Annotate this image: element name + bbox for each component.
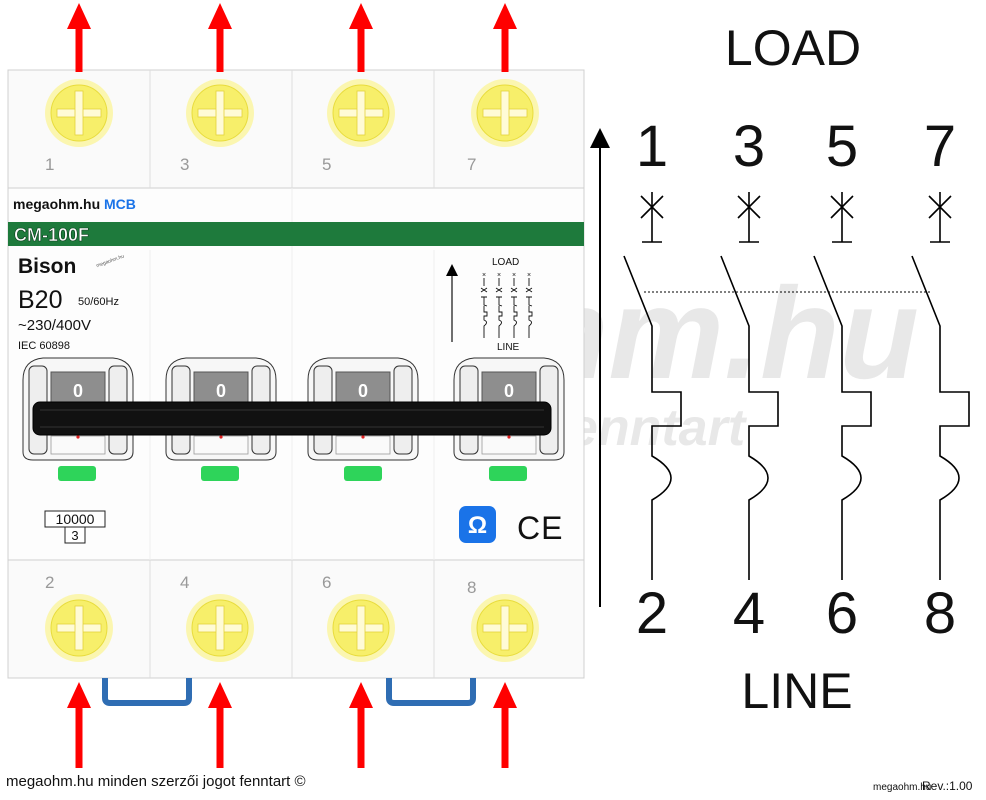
indicator-pole-3 [344,466,382,481]
schematic-bottom-2: 2 [636,581,668,646]
bridge-2-4 [102,678,192,706]
indicator-pole-1 [58,466,96,481]
handle-state-label: 0 [73,381,83,401]
mini-schematic: LOAD LINE × × × × [446,257,533,353]
indicator-pole-2 [201,466,239,481]
terminal-screw-4[interactable] [186,594,254,662]
mini-pole-2: × [495,272,503,338]
terminal-number-2: 2 [45,573,54,592]
frequency-label: 50/60Hz [78,296,119,308]
out-arrow-7 [493,3,517,72]
ohm-badge-icon [459,506,496,543]
terminal-number-5: 5 [322,155,331,174]
bottom-screws [45,594,539,662]
model-strip [8,222,584,246]
handle-state-label: 0 [216,381,226,401]
schematic-line-label: LINE [741,663,852,719]
top-arrows [67,3,517,72]
schematic-bottom-8: 8 [924,581,956,646]
out-arrow-1 [67,3,91,72]
schematic-bottom-6: 6 [826,581,858,646]
footer-copyright: megaohm.hu minden szerzői jogot fenntart… [6,773,306,790]
terminal-screw-1[interactable] [45,79,113,147]
out-arrow-3 [208,3,232,72]
indicator-pole-4 [489,466,527,481]
svg-text:×: × [527,272,531,279]
ce-mark: CE [517,510,563,546]
model-label: CM-100F [14,225,89,245]
terminal-number-8: 8 [467,578,476,597]
in-arrow-8 [493,682,517,768]
schematic-top-1: 1 [636,114,668,179]
out-arrow-5 [349,3,373,72]
breaking-capacity: 10000 [56,511,95,527]
terminal-number-1: 1 [45,155,54,174]
terminal-screw-3[interactable] [186,79,254,147]
footer-site: megaohm.hu [873,782,931,793]
handle-state-label: 0 [358,381,368,401]
svg-text:×: × [482,272,486,279]
terminal-number-4: 4 [180,573,189,592]
schematic-pole-3 [813,192,872,580]
schematic-pole-2 [720,192,779,580]
ohm-badge-symbol: Ω [468,512,487,539]
bottom-arrows [67,682,517,768]
terminal-screw-2[interactable] [45,594,113,662]
terminal-screw-8[interactable] [471,594,539,662]
terminal-number-3: 3 [180,155,189,174]
terminal-screw-5[interactable] [327,79,395,147]
in-arrow-6 [349,682,373,768]
schematic: LOAD LINE 1 3 5 7 2 4 6 8 [590,20,970,719]
terminal-screw-6[interactable] [327,594,395,662]
handle-state-label: 0 [504,381,514,401]
schematic-top-5: 5 [826,114,858,179]
schematic-load-label: LOAD [725,20,861,76]
mini-pole-3: × [510,272,518,338]
brand-line: megaohm.hu MCB [13,196,136,212]
schematic-top-3: 3 [733,114,765,179]
maker-label: Bison [18,255,76,278]
energy-class: 3 [71,528,78,543]
in-arrow-4 [208,682,232,768]
schematic-top-7: 7 [924,114,956,179]
voltage-label: ~230/400V [18,317,91,334]
terminal-number-6: 6 [322,573,331,592]
mini-pole-1: × [480,272,488,338]
in-arrow-2 [67,682,91,768]
schematic-pole-1 [623,192,682,580]
handle-tie-bar[interactable] [32,401,552,436]
mini-pole-4: × [525,272,533,338]
terminal-number-7: 7 [467,155,476,174]
svg-text:×: × [512,272,516,279]
schematic-pole-4 [911,192,970,580]
footer-revision: Rev.:1.00 [922,779,973,793]
terminal-screw-7[interactable] [471,79,539,147]
mini-load-label: LOAD [492,257,519,268]
rating-label: B20 [18,286,62,314]
brand-tag: MCB [104,196,136,212]
schematic-bottom-4: 4 [733,581,765,646]
standard-label: IEC 60898 [18,340,70,352]
mini-line-label: LINE [497,342,520,353]
top-screws [45,79,539,147]
svg-text:×: × [497,272,501,279]
bridge-6-8 [386,678,476,706]
energy-class-box [64,526,86,544]
